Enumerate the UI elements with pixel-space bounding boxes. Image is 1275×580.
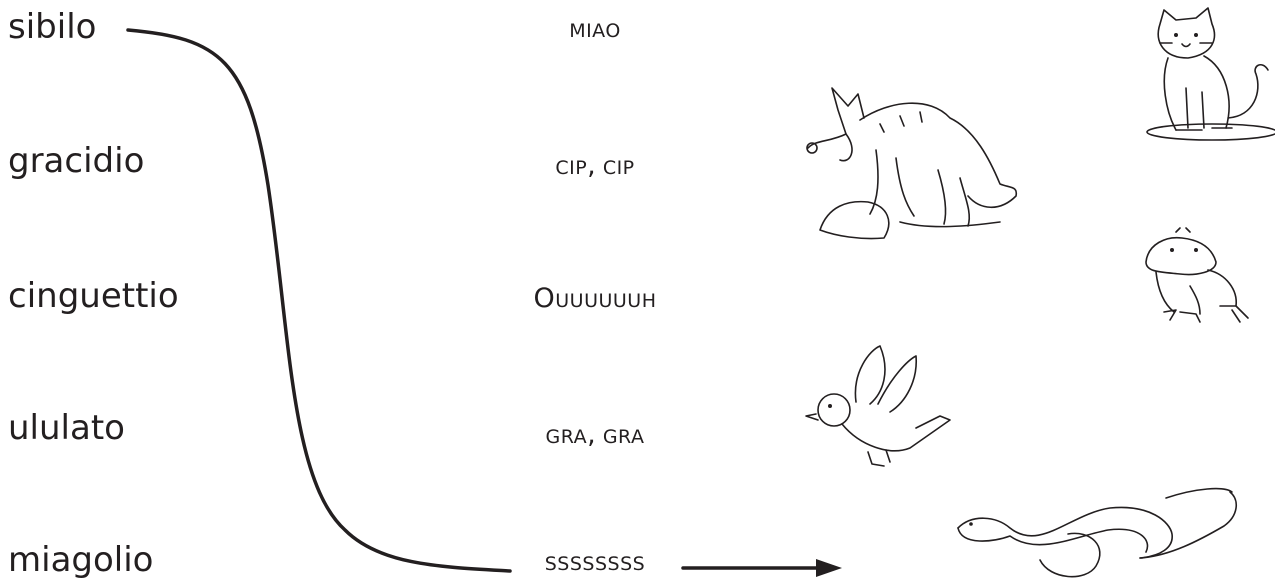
sound-text: SSSSSSSS	[544, 553, 646, 575]
sound-text: CIP	[602, 157, 635, 179]
sound-cip-cip[interactable]: CIP, CIP	[465, 152, 725, 179]
sound-text: GRA	[602, 426, 645, 448]
word-sibilo[interactable]: sibilo	[8, 7, 97, 47]
sound-text: GRA	[545, 426, 588, 448]
wolf-drawing[interactable]	[806, 87, 1018, 240]
sound-miao[interactable]: MIAO	[465, 22, 725, 41]
sound-separator: ,	[587, 419, 597, 450]
frog-drawing[interactable]	[1145, 227, 1249, 323]
word-cinguettio[interactable]: cinguettio	[8, 276, 179, 316]
word-miagolio[interactable]: miagolio	[8, 540, 154, 580]
sound-gra-gra[interactable]: GRA, GRA	[465, 421, 725, 448]
sound-ssssssss[interactable]: SSSSSSSS	[465, 555, 725, 574]
word-gracidio[interactable]: gracidio	[8, 141, 145, 181]
arrow-right-icon	[681, 559, 842, 577]
sound-text: CIP	[555, 157, 588, 179]
cat-drawing[interactable]	[1146, 7, 1275, 141]
snake-drawing[interactable]	[957, 487, 1237, 578]
word-ululato[interactable]: ululato	[8, 408, 125, 448]
sound-separator: ,	[587, 150, 597, 181]
bird-drawing[interactable]	[805, 345, 951, 467]
connector-curve	[126, 28, 512, 573]
sound-text: MIAO	[569, 20, 621, 42]
sound-initial: O	[533, 283, 556, 314]
sound-ouuuuuuh[interactable]: OUUUUUUH	[465, 285, 725, 312]
sound-text: UUUUUUH	[555, 290, 657, 312]
